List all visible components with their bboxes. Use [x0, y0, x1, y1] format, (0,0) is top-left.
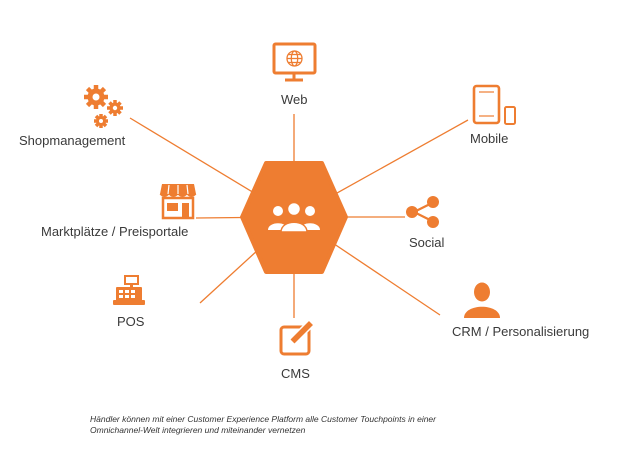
gears-icon [84, 85, 123, 128]
node-label-mobile: Mobile [470, 131, 509, 146]
node-label-marketplaces: Marktplätze / Preisportale [41, 224, 189, 239]
caption-line-1: Händler können mit einer Customer Experi… [90, 414, 436, 424]
monitor-globe-icon [272, 42, 317, 82]
tablet-phone-icon [472, 84, 516, 125]
node-label-pos: POS [117, 314, 145, 329]
node-label-crm: CRM / Personalisierung [452, 324, 590, 339]
center-hub [240, 161, 348, 274]
cash-register-icon [113, 275, 145, 305]
people-group-icon [268, 201, 320, 233]
node-label-social: Social [409, 235, 445, 250]
edit-icon [279, 318, 316, 356]
node-label-web: Web [281, 92, 308, 107]
caption-line-2: Omnichannel-Welt integrieren und miteina… [90, 425, 306, 435]
node-label-shop: Shopmanagement [19, 133, 126, 148]
storefront-icon [159, 184, 197, 220]
caption: Händler können mit einer Customer Experi… [90, 414, 560, 436]
share-icon [406, 196, 439, 228]
center-hexagon [240, 161, 348, 274]
node-label-cms: CMS [281, 366, 310, 381]
person-icon [464, 282, 500, 318]
